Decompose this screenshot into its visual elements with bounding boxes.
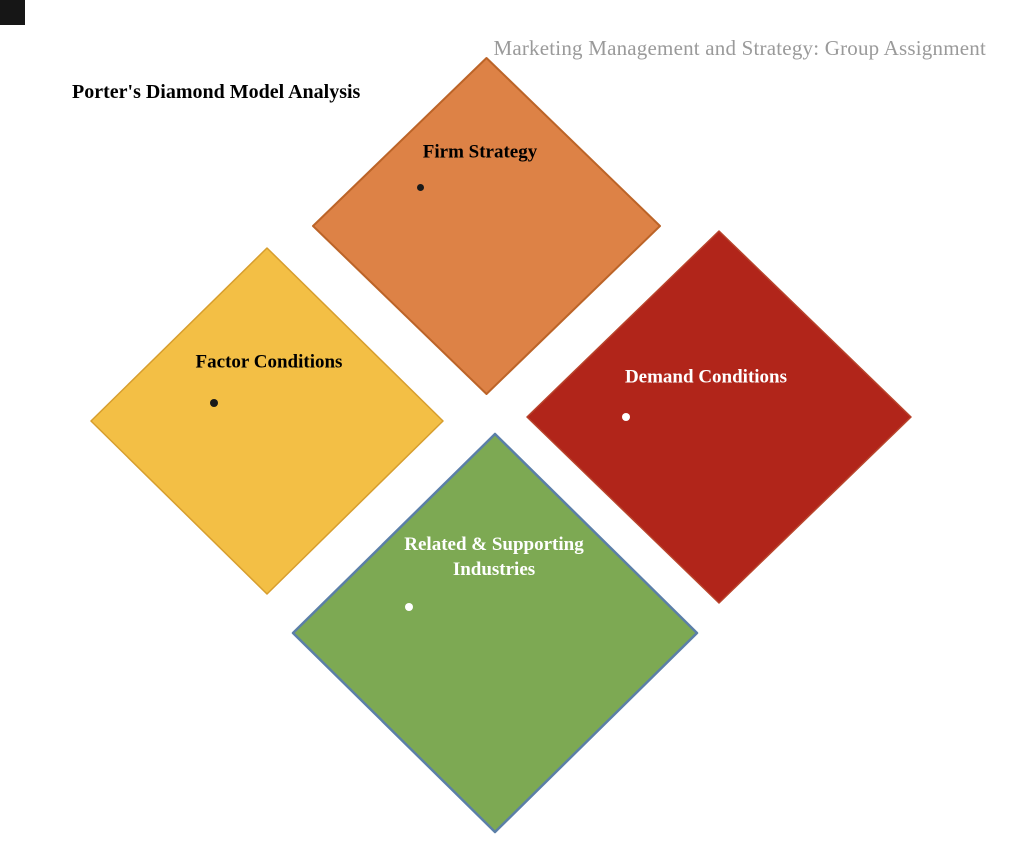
diamond-shape-related-supporting-industries[interactable] xyxy=(291,432,699,834)
diamond-shape-firm-strategy[interactable] xyxy=(312,57,661,395)
page-title: Porter's Diamond Model Analysis xyxy=(72,81,361,103)
diamond-shape-demand-conditions[interactable] xyxy=(526,230,912,604)
course-header: Marketing Management and Strategy: Group… xyxy=(493,36,986,60)
corner-mark xyxy=(0,0,25,25)
diamond-shape-factor-conditions[interactable] xyxy=(90,247,444,595)
